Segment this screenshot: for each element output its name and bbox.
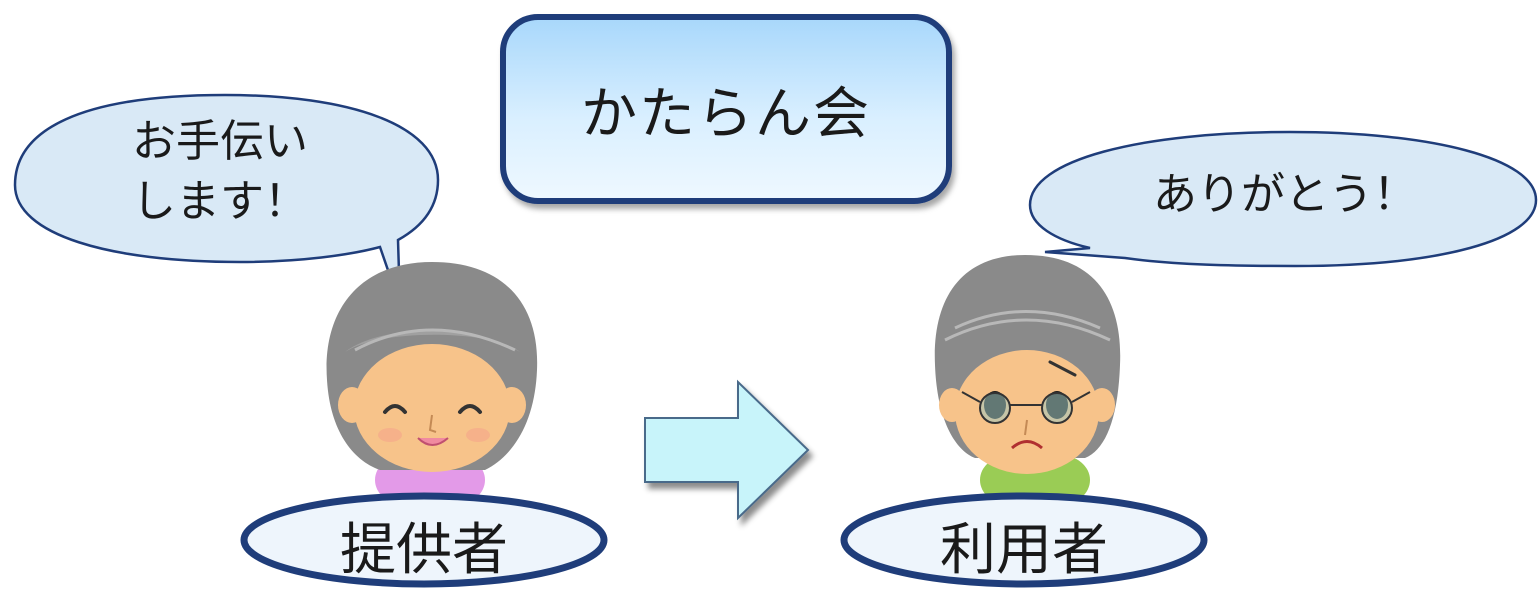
provider-speech-bubble — [13, 93, 440, 306]
provider-person-illustration — [326, 262, 538, 505]
page-title: かたらん会 — [581, 81, 871, 147]
glasses-icon — [961, 391, 1091, 424]
provider-role-label: 提供者 — [340, 518, 508, 583]
provider-right-eye — [458, 404, 482, 414]
provider-speech-line-1: お手伝い — [132, 116, 308, 167]
user-frown — [1011, 440, 1043, 450]
provider-left-eye — [383, 404, 407, 414]
user-role-label: 利用者 — [940, 518, 1108, 583]
arrow-right-icon — [644, 379, 810, 521]
provider-role-badge — [240, 492, 608, 588]
user-role-badge — [840, 492, 1208, 588]
provider-smile — [417, 437, 449, 446]
provider-speech-line-2: します！ — [132, 176, 308, 227]
user-speech-bubble — [1028, 130, 1538, 268]
user-speech-text: ありがとう！ — [1153, 169, 1417, 220]
user-person-illustration — [934, 255, 1121, 505]
title-box: かたらん会 — [500, 14, 952, 204]
provider-speech-text: お手伝い します！ — [70, 112, 370, 232]
user-face — [955, 350, 1099, 474]
provider-face — [354, 344, 510, 472]
